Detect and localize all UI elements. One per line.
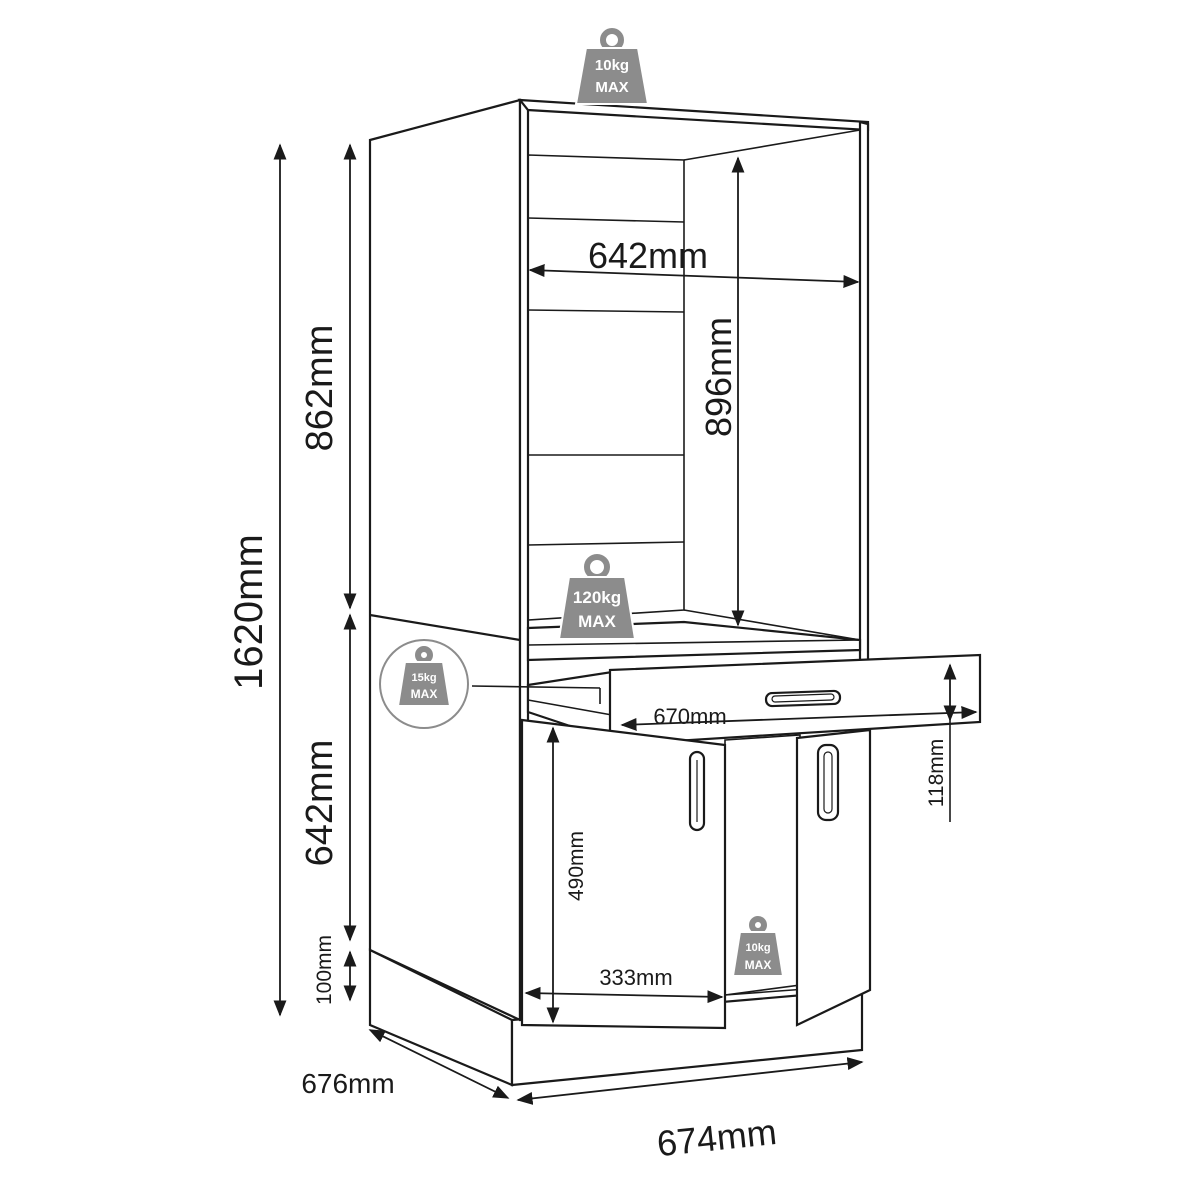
drawer-handle-grip — [771, 693, 835, 703]
depth-line — [368, 1029, 510, 1099]
weight-ring — [584, 554, 610, 580]
width-line — [516, 1057, 864, 1105]
drawer-load-max: MAX — [411, 687, 438, 701]
oven-shelf-weight-icon: 120kg MAX — [557, 554, 637, 640]
inner-height-label: 896mm — [698, 317, 739, 437]
drawer-width-line — [620, 706, 978, 731]
inner-width-label: 642mm — [588, 235, 708, 276]
panel-seam — [527, 541, 685, 546]
oven-recess-back — [527, 154, 685, 621]
right-door[interactable] — [795, 728, 872, 1027]
oven-shelf-edge — [527, 639, 861, 646]
panel-seam — [527, 309, 685, 313]
weight-body — [396, 661, 452, 707]
drawer-weight-badge: 15kg MAX — [379, 639, 469, 729]
right-door-handle-grip — [823, 751, 833, 814]
drawer-load-weight: 15kg — [411, 672, 436, 684]
weight-body — [574, 47, 650, 105]
dimension-lines — [273, 143, 978, 1105]
lower-shelf-max: MAX — [745, 958, 772, 972]
lower-shelf-weight: 10kg — [745, 942, 770, 954]
door-width-line — [524, 986, 724, 1004]
weight-ring — [600, 28, 624, 52]
door-width-label: 333mm — [599, 965, 672, 990]
upper-height-label: 862mm — [299, 325, 341, 452]
side-panel-split — [369, 613, 521, 642]
weight-body — [557, 576, 637, 640]
top-load-max: MAX — [595, 79, 628, 96]
oven-shelf-max: MAX — [578, 612, 616, 631]
top-load-weight: 10kg — [595, 57, 629, 74]
front-top-rail — [517, 98, 870, 132]
top-load-weight-icon: 10kg MAX — [574, 28, 650, 105]
recess-bottom-edge — [683, 609, 861, 641]
total-height-label: 1620mm — [227, 534, 271, 690]
drawer-handle[interactable] — [764, 689, 842, 708]
inner-width-line — [528, 264, 860, 288]
depth-label: 676mm — [301, 1068, 394, 1099]
lower-height-label: 642mm — [299, 740, 341, 867]
drawer-runner — [527, 699, 613, 716]
lower-shelf-weight-icon: 10kg MAX — [731, 916, 785, 977]
panel-seam — [527, 217, 685, 223]
left-side-panel — [368, 98, 522, 1022]
plinth-height-label: 100mm — [313, 935, 336, 1005]
width-label: 674mm — [655, 1111, 779, 1164]
recess-top-edge — [683, 129, 861, 161]
drawer-width-label: 670mm — [653, 704, 726, 729]
door-height-label: 490mm — [565, 831, 588, 901]
weight-body — [731, 931, 785, 977]
drawer-load-pointer — [471, 685, 601, 689]
drawer-height-label: 118mm — [925, 739, 948, 807]
weight-ring — [749, 916, 767, 934]
left-door[interactable] — [520, 718, 727, 1030]
right-door-handle[interactable] — [816, 743, 840, 822]
dimension-labels: 1620mm 862mm 642mm 100mm 642mm 896mm 670… — [227, 235, 948, 1164]
oven-shelf-weight: 120kg — [573, 588, 621, 607]
